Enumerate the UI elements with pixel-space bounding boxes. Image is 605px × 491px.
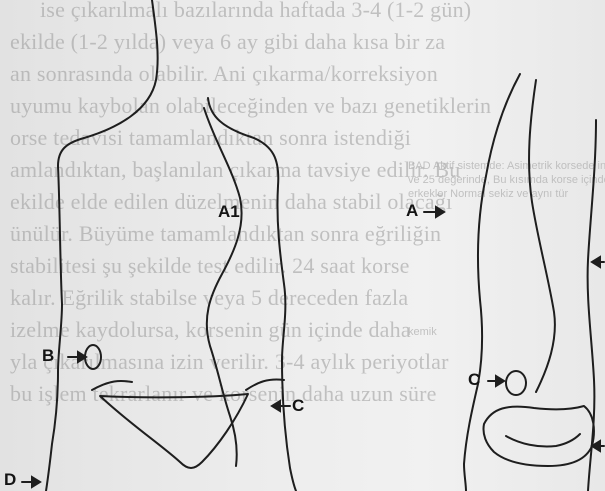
right-spine-curve	[529, 80, 555, 392]
arrow-right-upper-head	[592, 257, 600, 267]
label-a1: A1	[218, 202, 240, 222]
label-a2: A	[406, 201, 418, 221]
left-body-outline-right	[208, 98, 296, 491]
label-d: D	[4, 470, 16, 490]
right-body-outline-left	[464, 74, 520, 491]
label-c: C	[292, 396, 304, 416]
right-pelvis-inner	[506, 434, 580, 447]
right-corrective-pad	[506, 371, 526, 395]
label-c2: C	[468, 370, 480, 390]
left-body-outline	[46, 0, 158, 491]
arrow-c2-head	[496, 376, 504, 386]
left-spine-curve	[204, 108, 242, 466]
arrow-d-head	[32, 477, 40, 487]
arrow-a2-head	[436, 207, 444, 217]
left-hip-line-right	[246, 379, 284, 390]
arrow-c-head	[272, 401, 280, 411]
label-b: B	[42, 346, 54, 366]
left-hip-line	[92, 381, 132, 390]
